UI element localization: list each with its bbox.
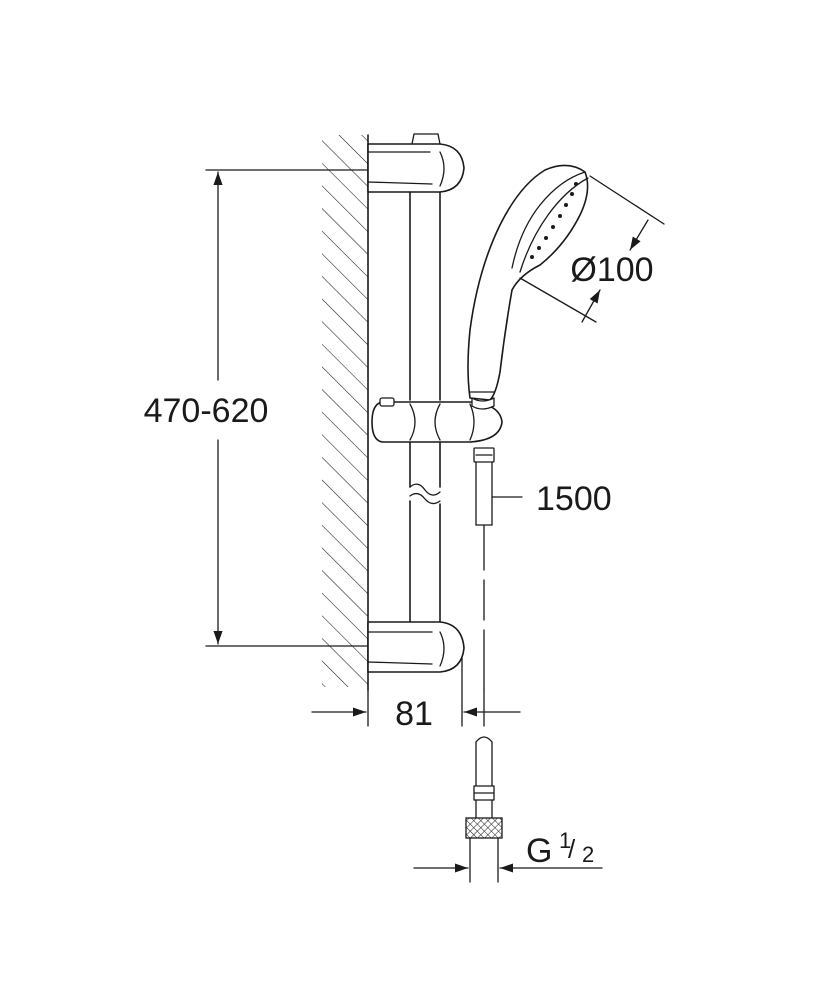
hose-length-label: 1500 — [536, 480, 612, 518]
thread-denominator: 2 — [582, 842, 594, 867]
knurled-nut — [465, 817, 503, 839]
top-wall-bracket — [367, 133, 465, 193]
sliding-holder — [371, 397, 503, 443]
height-range-label: 470-620 — [144, 392, 269, 430]
thread-slash: / — [568, 834, 576, 864]
thread-dimension: G 1 / 2 — [413, 828, 603, 873]
height-dimension: 470-620 — [144, 169, 369, 647]
hand-shower — [467, 164, 589, 410]
offset-label: 81 — [395, 695, 433, 733]
diameter-label: Ø100 — [570, 251, 653, 289]
shower-hose: 1500 — [473, 447, 612, 691]
diameter-dimension: Ø100 — [519, 175, 665, 323]
bottom-wall-bracket — [367, 621, 465, 673]
thread-size-label: G — [526, 832, 552, 870]
spray-nozzles — [530, 182, 578, 259]
wall — [322, 134, 369, 691]
thread-numerator: 1 — [559, 828, 571, 853]
slide-rail — [403, 191, 447, 629]
offset-dimension: 81 — [311, 657, 521, 733]
hose-connector — [465, 736, 503, 883]
